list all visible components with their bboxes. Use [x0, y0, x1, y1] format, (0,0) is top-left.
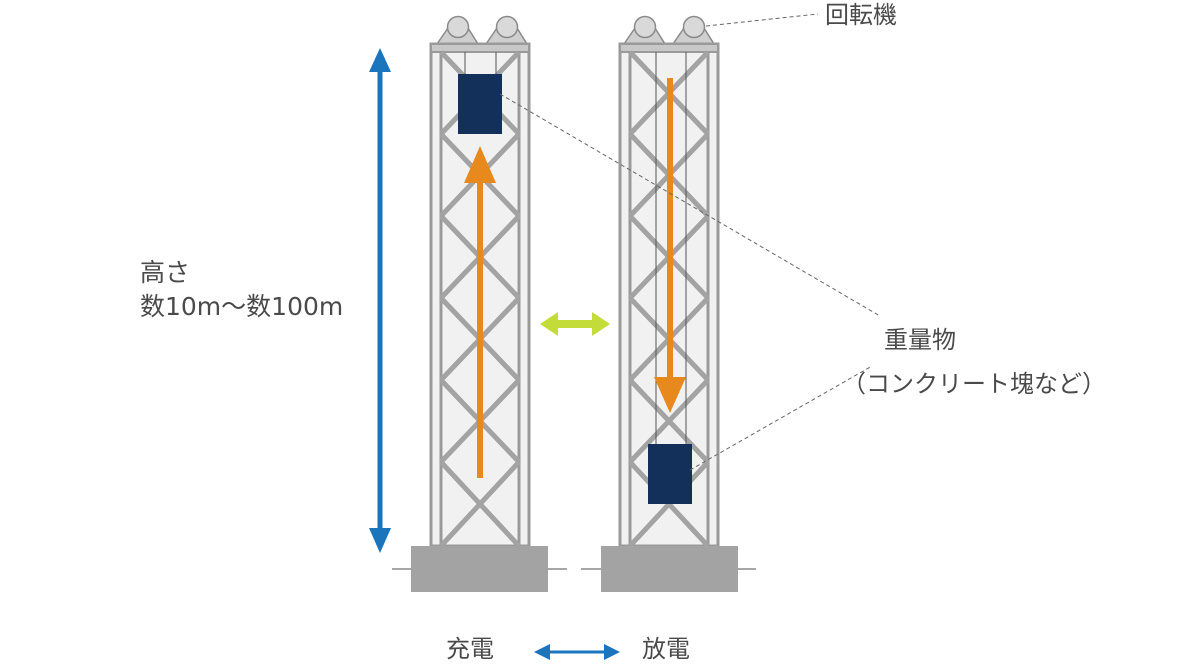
height-label: 高さ 数10m〜数100m	[140, 256, 343, 324]
weight-label: 重量物 （コンクリート塊など）	[842, 318, 1106, 406]
discharge-label: 放電	[642, 635, 690, 663]
height-label-line2: 数10m〜数100m	[140, 292, 344, 321]
charge-label: 充電	[446, 635, 494, 663]
tower-base	[601, 546, 738, 592]
height-label-line1: 高さ	[140, 258, 191, 287]
mode-double-arrow-icon	[534, 644, 620, 660]
swap-double-arrow-icon	[540, 312, 610, 336]
down-motion-arrow	[654, 78, 686, 413]
weight-label-line2: （コンクリート塊など）	[842, 370, 1106, 398]
rotor-pulley-icon	[435, 15, 529, 45]
tower-left	[392, 15, 567, 592]
weight-block	[458, 74, 502, 134]
leader-lines	[499, 13, 881, 471]
weight-label-line1: 重量物	[884, 326, 956, 354]
rotor-pulley-icon	[622, 15, 716, 45]
tower-base	[411, 546, 548, 592]
rotor-label: 回転機	[825, 1, 897, 29]
tower-right	[581, 15, 756, 592]
up-motion-arrow	[464, 146, 496, 478]
weight-block	[648, 444, 692, 504]
height-double-arrow-icon	[369, 48, 391, 553]
